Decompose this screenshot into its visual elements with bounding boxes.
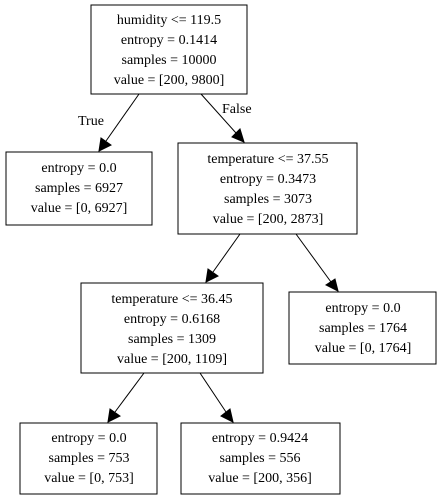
node-temperature-split-low: temperature <= 36.45 entropy = 0.6168 sa… — [80, 282, 264, 374]
edge-temp-split-to-leaf-right — [295, 233, 339, 292]
node-temp-high-line-4: value = [200, 2873] — [213, 212, 324, 227]
node-root-line-3: samples = 10000 — [122, 53, 217, 68]
node-leaf-right-line-1: entropy = 0.0 — [325, 301, 400, 316]
node-leaf-low-right: entropy = 0.9424 samples = 556 value = [… — [180, 422, 341, 495]
node-temp-high-line-1: temperature <= 37.55 — [207, 152, 328, 167]
edge-root-to-leaf-left — [98, 93, 140, 152]
edge-temp-low-split-to-leaf-low-right — [199, 372, 234, 423]
edge-label-false: False — [222, 102, 252, 117]
node-leaf-left-line-2: samples = 6927 — [35, 181, 123, 196]
node-temp-low-line-2: entropy = 0.6168 — [124, 312, 220, 327]
node-temp-low-line-1: temperature <= 36.45 — [111, 292, 232, 307]
node-temp-low-line-3: samples = 1309 — [128, 332, 216, 347]
edge-root-to-temperature-split — [200, 93, 245, 143]
node-temp-high-line-2: entropy = 0.3473 — [220, 172, 316, 187]
node-temperature-split-high: temperature <= 37.55 entropy = 0.3473 sa… — [177, 142, 358, 235]
node-leaf-low-left-line-1: entropy = 0.0 — [51, 431, 126, 446]
node-root: humidity <= 119.5 entropy = 0.1414 sampl… — [90, 4, 248, 95]
node-root-line-4: value = [200, 9800] — [114, 73, 225, 88]
node-leaf-right-line-2: samples = 1764 — [319, 321, 407, 336]
node-leaf-low-left: entropy = 0.0 samples = 753 value = [0, … — [19, 422, 158, 495]
node-root-line-2: entropy = 0.1414 — [121, 33, 217, 48]
node-temp-high-line-3: samples = 3073 — [224, 192, 312, 207]
node-leaf-low-left-line-2: samples = 753 — [49, 451, 130, 466]
edge-temp-split-to-temp-low-split — [205, 233, 241, 283]
edge-label-true: True — [78, 114, 104, 129]
node-leaf-low-left-line-3: value = [0, 753] — [44, 471, 134, 486]
node-leaf-right: entropy = 0.0 samples = 1764 value = [0,… — [288, 291, 437, 365]
node-leaf-left-line-1: entropy = 0.0 — [41, 161, 116, 176]
node-root-line-1: humidity <= 119.5 — [117, 13, 221, 28]
node-leaf-low-right-line-1: entropy = 0.9424 — [212, 431, 308, 446]
node-leaf-low-right-line-2: samples = 556 — [220, 451, 301, 466]
node-leaf-left: entropy = 0.0 samples = 6927 value = [0,… — [5, 151, 153, 226]
node-leaf-left-line-3: value = [0, 6927] — [31, 201, 128, 216]
node-temp-low-line-4: value = [200, 1109] — [117, 352, 227, 367]
edge-temp-low-split-to-leaf-low-left — [107, 372, 145, 423]
node-leaf-low-right-line-3: value = [200, 356] — [208, 471, 312, 486]
node-leaf-right-line-3: value = [0, 1764] — [315, 341, 412, 356]
